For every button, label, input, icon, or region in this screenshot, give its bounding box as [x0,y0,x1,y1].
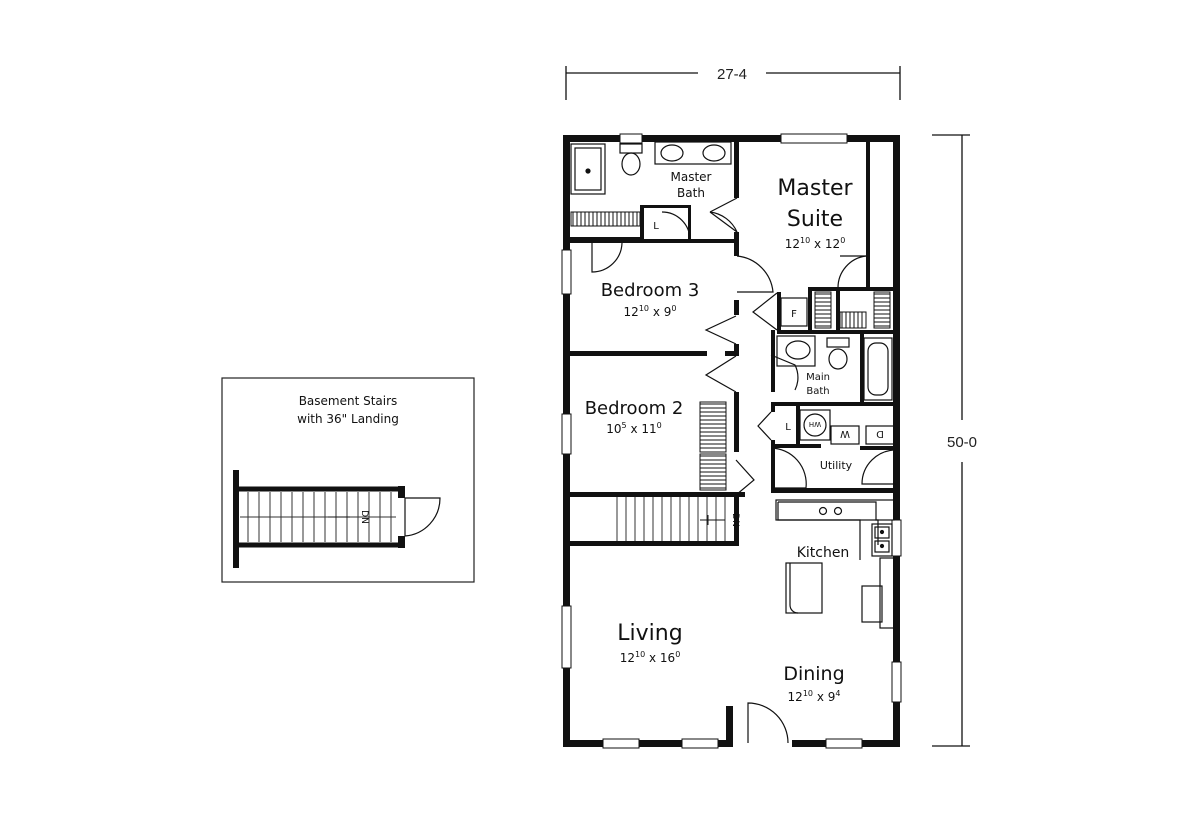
dining-name: Dining [783,663,844,685]
linen-label-1: L [653,221,659,232]
washer-label: W [840,428,850,439]
interior-walls [567,138,896,747]
master-suite-name-line2: Suite [787,207,843,232]
inset-title-line1: Basement Stairs [299,394,398,408]
basement-stairs-inset [221,377,475,583]
bedroom3-name: Bedroom 3 [601,280,700,301]
dryer-label: D [876,428,884,439]
windows [561,133,902,749]
exterior-walls [563,135,900,747]
linen-label-2: L [785,422,791,433]
master-bath-name-line1: Master [671,170,712,184]
main-bath-name-line1: Main [806,372,830,383]
depth-dimension [932,134,970,747]
kitchen-name: Kitchen [797,545,850,561]
main-stair-treads [616,497,726,541]
bedroom2-dims: 105 x 110 [606,421,661,436]
utility-name: Utility [820,459,853,472]
main-bath-name-line2: Bath [806,386,829,397]
bedroom3-dims: 1210 x 90 [624,304,677,319]
living-name: Living [617,621,682,646]
fixtures [570,141,895,629]
furnace-label: F [791,309,797,320]
water-heater-label: WH [809,420,821,428]
doors [591,197,897,744]
width-dimension [565,66,901,100]
dining-dims: 1210 x 94 [788,689,841,704]
width-label: 27-4 [717,66,747,83]
inset-title-line2: with 36" Landing [297,412,399,426]
stair-dn-label: DN [730,513,740,527]
master-suite-dims: 1210 x 120 [785,236,846,251]
master-suite-name-line1: Master [777,176,853,201]
bedroom2-name: Bedroom 2 [585,398,684,419]
closet-rods [570,211,891,491]
inset-dn-label: DN [359,510,369,524]
master-bath-name-line2: Bath [677,186,705,200]
depth-label: 50-0 [947,434,977,451]
living-dims: 1210 x 160 [620,650,681,665]
